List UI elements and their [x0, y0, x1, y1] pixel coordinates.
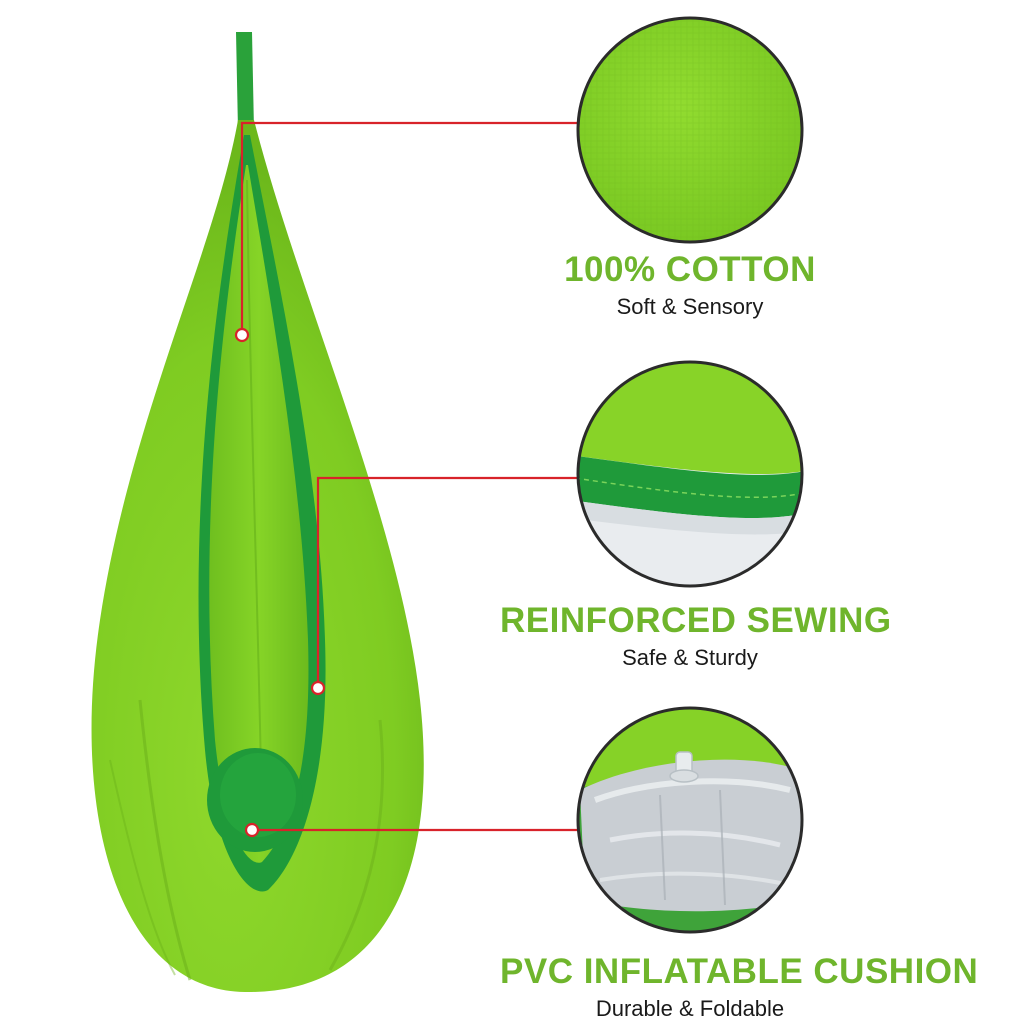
feature-title-sewing: REINFORCED SEWING: [500, 601, 892, 640]
callout-dot-cotton: [234, 327, 250, 343]
feature-title-cushion: PVC INFLATABLE CUSHION: [500, 952, 979, 991]
feature-subtitle-sewing: Safe & Sturdy: [622, 645, 758, 670]
pod-swing: [91, 32, 424, 993]
callout-dot-cushion: [244, 822, 260, 838]
detail-circle-cotton: [576, 16, 804, 244]
callout-dots: [234, 327, 326, 838]
feature-cotton: 100% COTTON Soft & Sensory: [500, 250, 880, 320]
feature-subtitle-cotton: Soft & Sensory: [616, 294, 764, 319]
feature-title-cotton: 100% COTTON: [564, 250, 816, 289]
callout-lines: [240, 121, 578, 832]
callout-line-sewing: [316, 476, 578, 688]
feature-cushion: PVC INFLATABLE CUSHION Durable & Foldabl…: [500, 952, 979, 1022]
detail-circle-cushion: [576, 706, 804, 934]
callout-line-cotton: [240, 121, 578, 335]
feature-sewing: REINFORCED SEWING Safe & Sturdy: [500, 601, 892, 671]
feature-subtitle-cushion: Durable & Foldable: [595, 996, 785, 1021]
detail-circle-sewing: [576, 360, 804, 588]
callout-dot-sewing: [310, 680, 326, 696]
